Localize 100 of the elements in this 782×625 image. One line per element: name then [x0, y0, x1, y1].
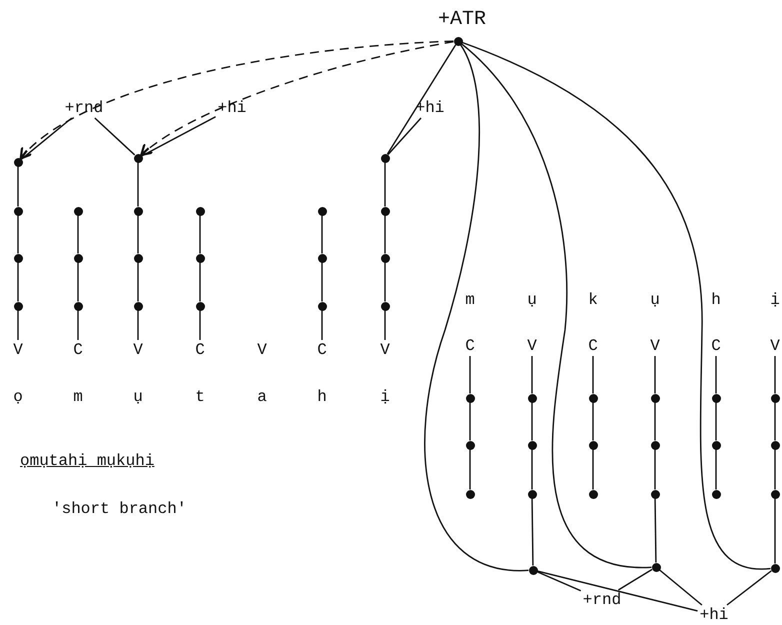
cv-slot-label: V — [650, 337, 660, 355]
association-dot — [712, 440, 720, 450]
segment-letter: t — [195, 388, 205, 406]
segment-letter: m — [73, 388, 83, 406]
association-line — [424, 44, 529, 572]
association-dot — [196, 254, 204, 262]
association-dot — [650, 394, 660, 402]
association-dot — [770, 564, 780, 572]
segment-letter: ọ — [13, 388, 23, 406]
association-dot — [134, 206, 142, 216]
association-line — [77, 262, 79, 302]
association-dot — [770, 490, 780, 498]
association-line — [469, 356, 471, 394]
association-line — [715, 402, 717, 440]
association-line — [17, 310, 19, 340]
association-dot — [74, 206, 82, 216]
association-dot — [712, 490, 720, 498]
association-line — [199, 216, 201, 254]
association-dot — [454, 36, 462, 46]
association-line — [536, 571, 582, 592]
association-line — [17, 262, 19, 302]
association-line — [774, 402, 776, 440]
association-line — [321, 262, 323, 302]
association-line — [77, 310, 79, 340]
association-line — [137, 310, 139, 340]
association-line — [469, 450, 471, 490]
association-dot — [588, 440, 598, 450]
segment-letter: m — [465, 291, 475, 309]
segment-letter: a — [257, 388, 267, 406]
association-dot — [380, 206, 390, 216]
association-line — [199, 262, 201, 302]
association-line — [592, 450, 594, 490]
association-line — [77, 216, 79, 254]
feature-label: +rnd — [64, 99, 104, 117]
association-dot — [588, 490, 598, 498]
association-dot — [650, 440, 660, 450]
association-line — [387, 118, 422, 156]
association-line — [384, 162, 386, 206]
translation-text: 'short branch' — [52, 500, 186, 518]
association-line — [774, 450, 776, 490]
association-line — [654, 356, 656, 394]
association-line — [137, 162, 139, 206]
cv-slot-label: V — [13, 341, 23, 359]
association-dot — [712, 394, 720, 402]
gloss-word: ọmụtahị mụkụhị — [20, 452, 154, 470]
association-dot — [588, 394, 598, 402]
cv-slot-label: V — [257, 341, 267, 359]
association-dot — [74, 302, 82, 310]
association-dot — [650, 490, 660, 498]
association-line — [137, 216, 139, 254]
association-line — [654, 498, 657, 562]
association-line — [137, 262, 139, 302]
association-line — [199, 310, 201, 340]
association-line — [94, 117, 136, 156]
feature-label: +rnd — [582, 591, 622, 609]
segment-letter: ụ — [133, 388, 143, 406]
association-line — [469, 402, 471, 440]
association-line — [715, 450, 717, 490]
cv-slot-label: C — [465, 337, 475, 355]
association-dot — [318, 206, 326, 216]
association-dot — [770, 440, 780, 450]
association-line — [531, 450, 533, 490]
association-line — [531, 402, 533, 440]
association-dot — [14, 302, 22, 310]
feature-label: +ATR — [438, 11, 486, 29]
feature-label: +hi — [700, 606, 728, 624]
association-dot — [466, 490, 474, 498]
association-line — [321, 216, 323, 254]
cv-slot-label: V — [770, 337, 780, 355]
association-line — [618, 568, 653, 591]
association-line — [142, 116, 216, 156]
segment-letter: ị — [380, 388, 390, 406]
cv-slot-label: C — [317, 341, 327, 359]
association-line — [531, 356, 533, 394]
segment-letter: ị — [770, 291, 780, 309]
association-line — [654, 450, 656, 490]
association-line — [462, 42, 771, 570]
association-dot — [318, 302, 326, 310]
segment-letter: h — [317, 388, 327, 406]
association-dot — [380, 154, 390, 162]
segment-letter: k — [588, 291, 598, 309]
cv-slot-label: C — [73, 341, 83, 359]
feature-label: +hi — [218, 99, 246, 117]
association-dot — [14, 206, 22, 216]
association-dot — [528, 566, 538, 574]
association-dot — [74, 254, 82, 262]
segment-letter: h — [711, 291, 721, 309]
cv-slot-label: C — [195, 341, 205, 359]
association-dot — [134, 302, 142, 310]
association-line — [386, 44, 456, 155]
cv-slot-label: V — [380, 341, 390, 359]
association-line — [21, 117, 72, 160]
arrow — [140, 41, 454, 156]
association-dot — [14, 158, 22, 166]
association-line — [321, 310, 323, 340]
association-line — [531, 498, 534, 566]
association-dot — [528, 440, 536, 450]
association-dot — [466, 440, 474, 450]
association-line — [384, 310, 386, 340]
cv-slot-label: C — [588, 337, 598, 355]
